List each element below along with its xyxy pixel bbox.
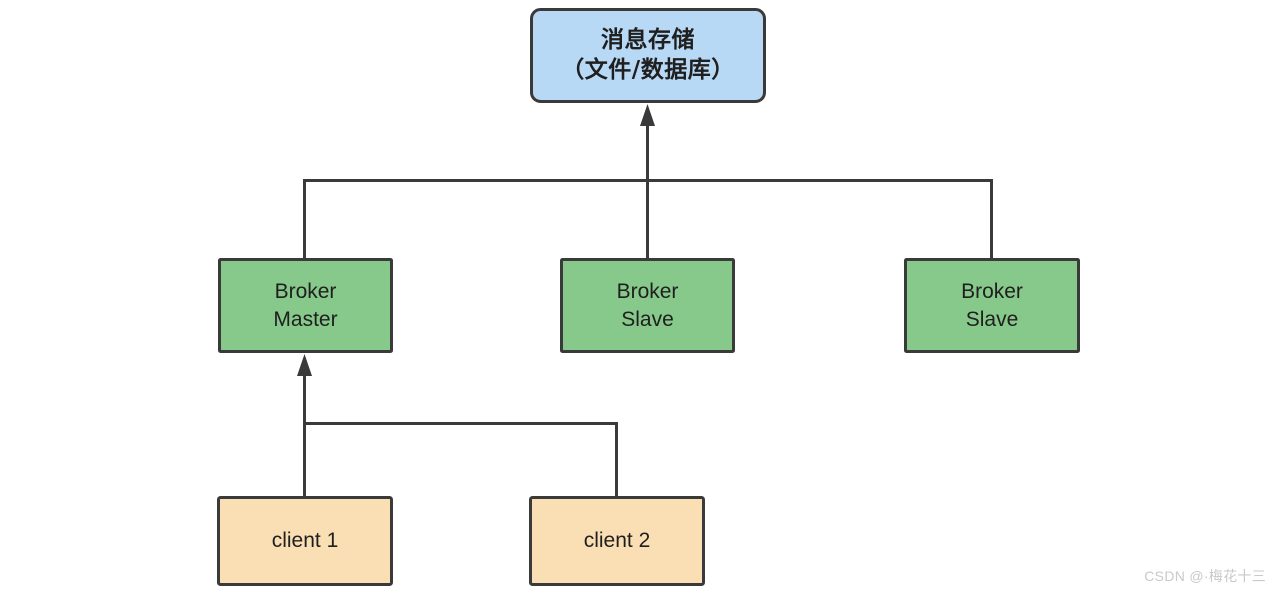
client-2-node-shape[interactable] (529, 496, 705, 586)
broker-master-arrowhead-icon (297, 354, 312, 376)
broker-to-storage-connector (303, 122, 993, 259)
storage-arrowhead-icon (640, 104, 655, 126)
broker-slave-1-node-shape[interactable] (560, 258, 735, 353)
storage-node-shape[interactable] (530, 8, 766, 103)
broker-master-node-shape[interactable] (218, 258, 393, 353)
broker-slave-2-node-shape[interactable] (904, 258, 1080, 353)
client-to-master-connector (303, 372, 618, 497)
client-1-node-shape[interactable] (217, 496, 393, 586)
csdn-watermark: CSDN @·梅花十三 (1144, 568, 1266, 584)
